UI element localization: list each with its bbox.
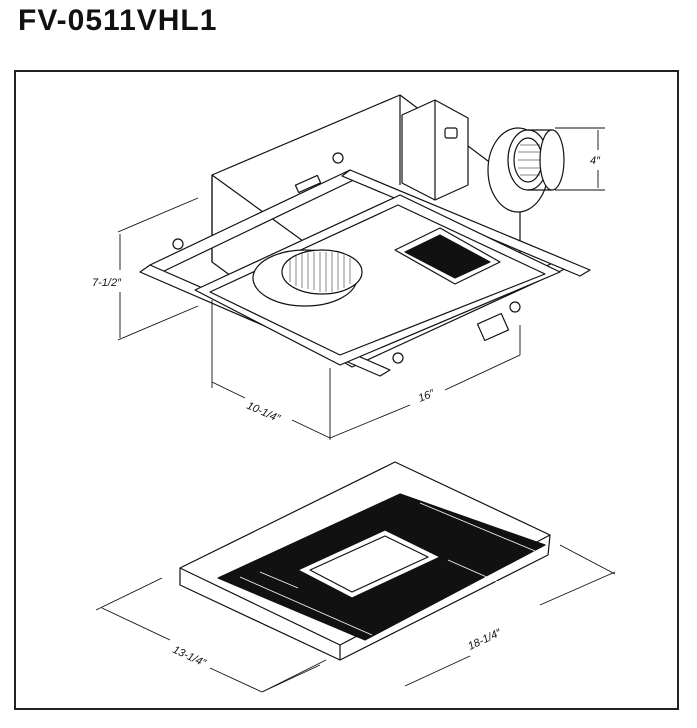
diagram-frame: [14, 70, 679, 710]
dim-grille-length: 18-1/4″: [466, 627, 504, 653]
page-title: FV-0511VHL1: [18, 4, 218, 37]
dim-grille-width: 13-1/4″: [171, 644, 209, 670]
dim-housing-width: 10-1/4″: [245, 400, 283, 426]
fan-housing-drawing: [139, 94, 591, 377]
dim-height: 7-1/2″: [92, 277, 122, 289]
grille-drawing: [179, 461, 551, 661]
dim-duct: 4″: [590, 155, 601, 167]
dim-housing-length: 16″: [417, 387, 437, 405]
